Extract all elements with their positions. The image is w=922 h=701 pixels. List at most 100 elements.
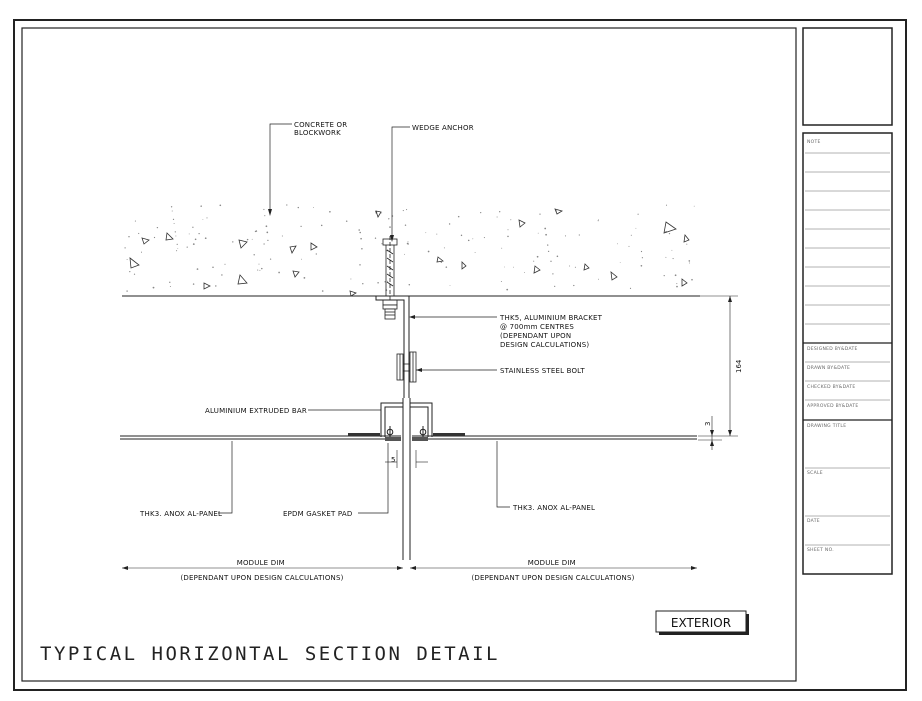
concrete-speckle [504, 266, 505, 268]
concrete-speckle [200, 205, 202, 207]
concrete-speckle [510, 219, 512, 221]
concrete-speckle [297, 206, 299, 209]
concrete-speckle [345, 220, 348, 222]
concrete-speckle [192, 283, 195, 285]
concrete-speckle [665, 256, 667, 258]
concrete-speckle [188, 233, 190, 235]
concrete-speckle [507, 235, 509, 238]
concrete-speckle [301, 258, 303, 260]
aggregate-triangle [141, 237, 150, 245]
panel-offset-dimension: 3 [704, 422, 712, 426]
stainless-steel-bolt [396, 351, 417, 383]
concrete-speckle [457, 215, 460, 218]
panel-left-label: THK3. ANOX AL-PANEL [139, 510, 222, 518]
aggregate-triangle [165, 232, 174, 241]
bracket-label: THK5, ALUMINIUM BRACKET @ 700mm CENTRES … [499, 314, 605, 349]
module-dim-right: MODULE DIM (DEPENDANT UPON DESIGN CALCUL… [471, 559, 634, 582]
concrete-speckle [264, 215, 266, 217]
concrete-speckle [221, 274, 223, 276]
concrete-speckle [359, 231, 362, 234]
concrete-speckle [483, 237, 485, 239]
concrete-speckle [467, 239, 470, 242]
concrete-speckle [500, 280, 502, 283]
concrete-speckle [404, 253, 405, 255]
gasket-pad [412, 437, 428, 441]
approved-by-label: APPROVED BY&DATE [807, 403, 859, 409]
depth-dimension: 164 [735, 359, 743, 373]
concrete-speckle [232, 241, 234, 243]
concrete-speckle [406, 209, 408, 211]
module-dim-left: MODULE DIM (DEPENDANT UPON DESIGN CALCUL… [180, 559, 343, 582]
concrete-speckle [358, 229, 360, 231]
concrete-speckle [138, 232, 140, 235]
concrete-speckle [597, 220, 599, 222]
aggregate-triangle [238, 239, 248, 249]
concrete-speckle [384, 281, 386, 283]
title-block: NOTE DESIGNED BY&DATE DRAWN BY&DATE CHEC… [802, 27, 893, 575]
aggregate-triangle [292, 270, 300, 278]
concrete-speckle [278, 271, 280, 274]
concrete-speckle [126, 290, 128, 292]
concrete-speckle [129, 270, 131, 273]
concrete-speckle [449, 284, 451, 286]
concrete-speckle [388, 218, 390, 220]
concrete-speckle [153, 236, 156, 239]
concrete-speckle [404, 224, 407, 226]
concrete-speckle [460, 234, 463, 237]
concrete-speckle [556, 255, 559, 258]
concrete-speckle [554, 285, 556, 288]
concrete-speckle [448, 223, 451, 225]
aggregate-triangle [554, 208, 563, 215]
concrete-speckle [170, 206, 173, 208]
concrete-speckle [173, 223, 175, 224]
panel-right-label: THK3. ANOX AL-PANEL [512, 504, 595, 512]
bolt-label: STAINLESS STEEL BOLT [500, 367, 585, 375]
concrete-speckle [219, 204, 222, 207]
concrete-speckle [152, 286, 155, 289]
concrete-speckle [499, 211, 501, 213]
leader-lines [218, 123, 510, 514]
concrete-speckle [361, 248, 363, 250]
aggregate-triangle [237, 274, 248, 285]
aggregate-triangle [129, 257, 140, 269]
concrete-speckle [251, 238, 253, 240]
concrete-speckle [224, 263, 226, 265]
concrete-speckle [258, 263, 260, 265]
aggregate-triangle [681, 278, 688, 287]
concrete-speckle [196, 268, 199, 270]
concrete-speckle [425, 232, 427, 234]
concrete-speckle [176, 243, 178, 245]
concrete-speckle [507, 229, 509, 231]
concrete-speckle [408, 284, 411, 286]
gasket-pad [385, 437, 401, 441]
concrete-speckle [574, 266, 576, 268]
concrete-speckle [501, 247, 503, 249]
concrete-speckle [569, 265, 571, 267]
concrete-speckle [480, 212, 482, 214]
concrete-speckle [641, 257, 644, 259]
checked-by-label: CHECKED BY&DATE [807, 384, 856, 390]
aggregate-triangle [583, 263, 590, 271]
concrete-speckle [320, 224, 323, 227]
concrete-speckle [169, 285, 171, 288]
extruded-bar-label: ALUMINIUM EXTRUDED BAR [205, 407, 307, 415]
concrete-speckle [598, 278, 599, 280]
concrete-speckle [175, 235, 177, 237]
concrete-speckle [537, 232, 539, 234]
concrete-speckle [124, 247, 126, 249]
concrete-speckle [674, 274, 677, 277]
concrete-speckle [253, 254, 255, 256]
dimension-lines [122, 295, 738, 569]
concrete-speckle [506, 288, 509, 291]
concrete-speckle [676, 285, 678, 288]
leader-arrows [268, 209, 422, 372]
sheet-no-label: SHEET NO. [807, 547, 834, 553]
concrete-speckle [443, 247, 445, 249]
concrete-speckle [387, 280, 388, 282]
concrete-speckle [524, 271, 525, 273]
concrete-speckle [407, 243, 409, 245]
concrete-speckle [663, 274, 665, 277]
concrete-speckle [629, 287, 632, 289]
concrete-speckle [186, 246, 188, 248]
